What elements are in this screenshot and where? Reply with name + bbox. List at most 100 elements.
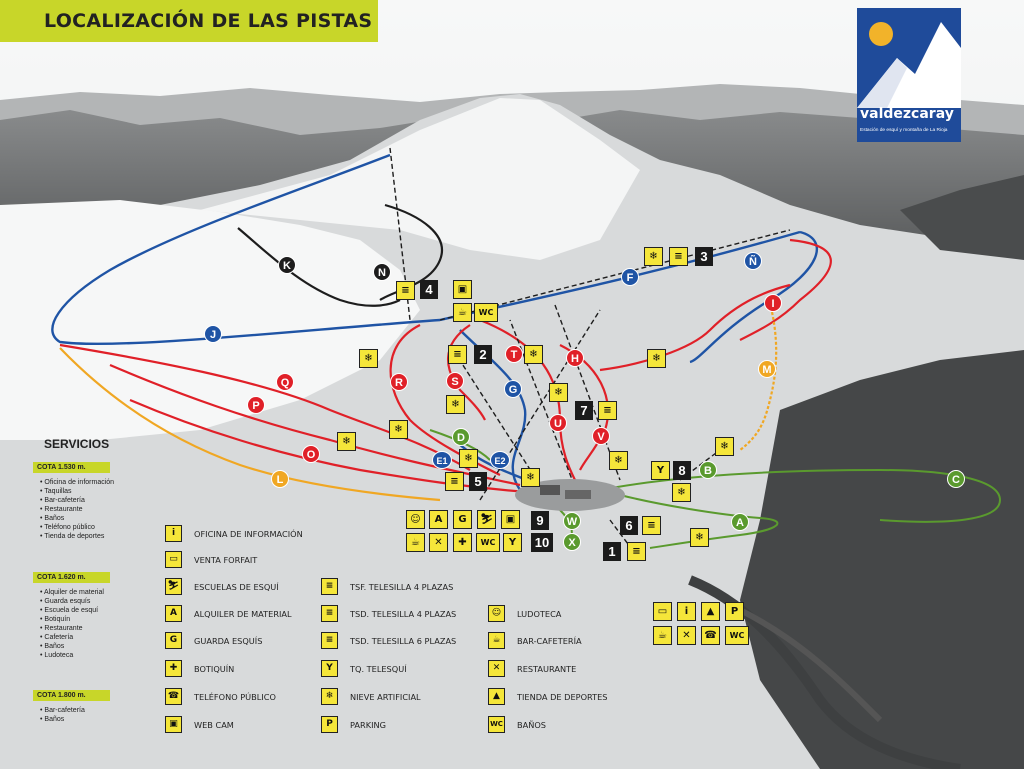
- snow-cannon-icon[interactable]: ❄: [337, 432, 356, 451]
- snow-cannon-icon[interactable]: ❄: [359, 349, 378, 368]
- webcam-icon[interactable]: ▣: [501, 510, 520, 529]
- lift-number-3[interactable]: 3: [695, 247, 713, 266]
- chairlift-icon[interactable]: ≡: [396, 281, 415, 300]
- legend-label-tsd6: TSD. TELESILLA 6 PLAZAS: [350, 636, 457, 646]
- slope-marker-l[interactable]: L: [271, 470, 289, 488]
- legend-label-phone: TELÉFONO PÚBLICO: [194, 692, 276, 702]
- slope-marker-h[interactable]: H: [566, 349, 584, 367]
- snow-cannon-icon[interactable]: ❄: [672, 483, 691, 502]
- wc-icon[interactable]: WC: [474, 303, 498, 322]
- snow-cannon-icon[interactable]: ❄: [549, 383, 568, 402]
- list-item: Teléfono público: [40, 523, 114, 532]
- surface-lift-icon[interactable]: Y: [651, 461, 670, 480]
- slope-marker-v[interactable]: V: [592, 427, 610, 445]
- services-list-1620: Alquiler de material Guarda esquís Escue…: [40, 588, 104, 660]
- chairlift-icon[interactable]: ≡: [445, 472, 464, 491]
- snow-cannon-icon[interactable]: ❄: [644, 247, 663, 266]
- webcam-icon: ▣: [165, 716, 182, 733]
- info-icon[interactable]: i: [677, 602, 696, 621]
- lift-number-7[interactable]: 7: [575, 401, 593, 420]
- slope-marker-p[interactable]: P: [247, 396, 265, 414]
- legend-label-ludoteca: LUDOTECA: [517, 609, 562, 619]
- slope-marker-q[interactable]: Q: [276, 373, 294, 391]
- cafe-icon: ☕: [488, 632, 505, 649]
- slope-marker-a[interactable]: A: [731, 513, 749, 531]
- rental-icon[interactable]: A: [429, 510, 448, 529]
- ski-school-icon: ⛷: [165, 578, 182, 595]
- shop-icon[interactable]: ▲: [701, 602, 720, 621]
- snow-cannon-icon[interactable]: ❄: [715, 437, 734, 456]
- first-aid-icon[interactable]: ✚: [453, 533, 472, 552]
- ski-storage-icon[interactable]: G: [453, 510, 472, 529]
- cota-label-1800: COTA 1.800 m.: [33, 690, 110, 701]
- slope-marker-k[interactable]: K: [278, 256, 296, 274]
- slope-marker-g[interactable]: G: [504, 380, 522, 398]
- snow-cannon-icon[interactable]: ❄: [459, 449, 478, 468]
- parking-icon[interactable]: P: [725, 602, 744, 621]
- list-item: Baños: [40, 514, 114, 523]
- cafe-icon[interactable]: ☕: [653, 626, 672, 645]
- webcam-icon[interactable]: ▣: [453, 280, 472, 299]
- slope-marker-n-tilde[interactable]: Ñ: [744, 252, 762, 270]
- lift-number-9[interactable]: 9: [531, 511, 549, 530]
- slope-marker-t[interactable]: T: [505, 345, 523, 363]
- list-item: Ludoteca: [40, 651, 104, 660]
- lift-number-4[interactable]: 4: [420, 280, 438, 299]
- lift-number-5[interactable]: 5: [469, 472, 487, 491]
- slope-marker-o[interactable]: O: [302, 445, 320, 463]
- slope-marker-x[interactable]: X: [563, 533, 581, 551]
- slope-marker-e1[interactable]: E1: [432, 451, 452, 469]
- snow-cannon-icon[interactable]: ❄: [609, 451, 628, 470]
- ludoteca-icon[interactable]: ☺: [406, 510, 425, 529]
- restaurant-icon[interactable]: ✕: [429, 533, 448, 552]
- snow-cannon-icon[interactable]: ❄: [690, 528, 709, 547]
- restaurant-icon[interactable]: ✕: [677, 626, 696, 645]
- lift-number-6[interactable]: 6: [620, 516, 638, 535]
- snow-cannon-icon[interactable]: ❄: [647, 349, 666, 368]
- slope-marker-r[interactable]: R: [390, 373, 408, 391]
- slope-marker-b[interactable]: B: [699, 461, 717, 479]
- chairlift-icon[interactable]: ≡: [669, 247, 688, 266]
- legend-label-shop: TIENDA DE DEPORTES: [517, 692, 608, 702]
- chairlift-icon[interactable]: ≡: [598, 401, 617, 420]
- chairlift-icon[interactable]: ≡: [642, 516, 661, 535]
- snow-cannon-icon[interactable]: ❄: [389, 420, 408, 439]
- lift-number-10[interactable]: 10: [531, 533, 553, 552]
- ski-storage-icon: G: [165, 632, 182, 649]
- lift-number-8[interactable]: 8: [673, 461, 691, 480]
- legend-label-tsd4: TSD. TELESILLA 4 PLAZAS: [350, 609, 457, 619]
- snow-cannon-icon[interactable]: ❄: [521, 468, 540, 487]
- wc-icon[interactable]: WC: [725, 626, 749, 645]
- snow-cannon-icon[interactable]: ❄: [524, 345, 543, 364]
- slope-marker-w[interactable]: W: [563, 512, 581, 530]
- legend-label-cafe: BAR-CAFETERÍA: [517, 636, 582, 646]
- phone-icon[interactable]: ☎: [701, 626, 720, 645]
- wc-icon[interactable]: WC: [476, 533, 500, 552]
- list-item: Restaurante: [40, 624, 104, 633]
- slope-marker-m[interactable]: M: [758, 360, 776, 378]
- chairlift-icon[interactable]: ≡: [627, 542, 646, 561]
- slope-marker-u[interactable]: U: [549, 414, 567, 432]
- slope-marker-n[interactable]: N: [373, 263, 391, 281]
- lift-number-1[interactable]: 1: [603, 542, 621, 561]
- ski-school-icon[interactable]: ⛷: [477, 510, 496, 529]
- slope-marker-c[interactable]: C: [947, 470, 965, 488]
- slope-marker-d[interactable]: D: [452, 428, 470, 446]
- list-item: Baños: [40, 715, 85, 724]
- ticket-icon: ▭: [165, 551, 182, 568]
- surface-lift-icon[interactable]: Y: [503, 533, 522, 552]
- cafe-icon[interactable]: ☕: [406, 533, 425, 552]
- slope-marker-e2[interactable]: E2: [490, 451, 510, 469]
- ticket-icon[interactable]: ▭: [653, 602, 672, 621]
- slope-marker-j[interactable]: J: [204, 325, 222, 343]
- cafe-icon[interactable]: ☕: [453, 303, 472, 322]
- info-icon: i: [165, 525, 182, 542]
- lift-number-2[interactable]: 2: [474, 345, 492, 364]
- slope-marker-i[interactable]: I: [764, 294, 782, 312]
- slope-marker-f[interactable]: F: [621, 268, 639, 286]
- chairlift-icon[interactable]: ≡: [448, 345, 467, 364]
- logo-subtitle: Estación de esquí y montaña de La Rioja: [860, 128, 948, 133]
- slope-marker-s[interactable]: S: [446, 372, 464, 390]
- snow-cannon-icon[interactable]: ❄: [446, 395, 465, 414]
